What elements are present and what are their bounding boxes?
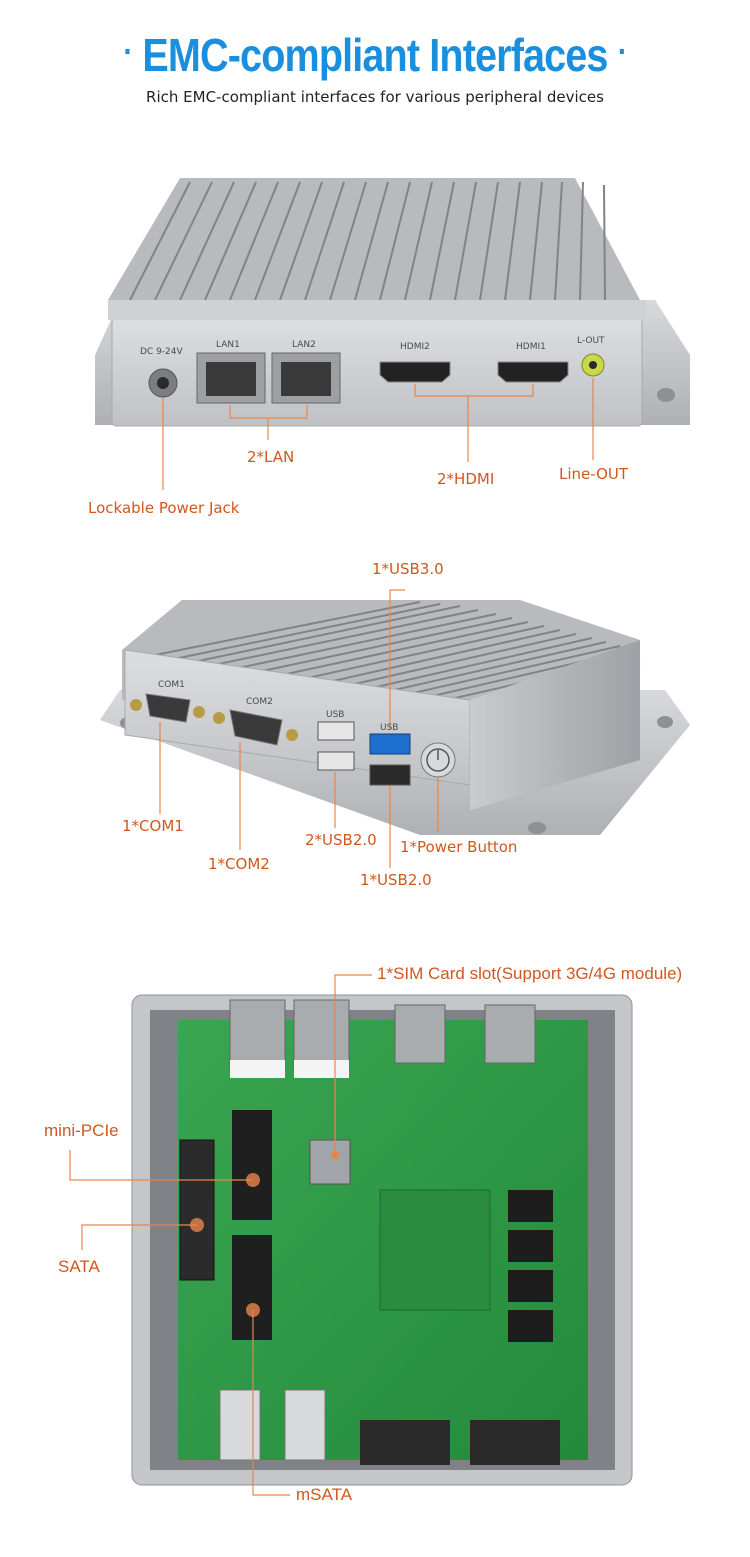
front-callout-lines [162, 378, 594, 490]
com2-port [213, 709, 298, 746]
usb-label-a: USB [326, 710, 345, 720]
callout-line-out: Line-OUT [559, 465, 629, 483]
sata-connector [179, 1139, 215, 1281]
msata-slot [232, 1235, 272, 1340]
heatsink-top [108, 178, 640, 300]
callout-usb2-pair: 2*USB2.0 [305, 831, 377, 849]
hdmi2-port [379, 361, 451, 383]
com1-label: COM1 [158, 680, 185, 690]
callout-com1: 1*COM1 [122, 817, 184, 835]
title-dot-right: · [617, 33, 628, 71]
mount-hole-right [657, 388, 675, 402]
callout-sata: SATA [58, 1257, 100, 1276]
callout-power-button: 1*Power Button [400, 838, 518, 856]
sim-slot [309, 1139, 351, 1185]
side-panel [470, 640, 640, 810]
usb2-port-bottom [317, 751, 355, 771]
usb3-port [369, 733, 411, 755]
rear-callout-lines [159, 589, 439, 868]
callout-usb3: 1*USB3.0 [372, 560, 444, 578]
com2-label: COM2 [246, 697, 273, 707]
lan2-label: LAN2 [292, 340, 316, 350]
title-dot-left: · [123, 33, 133, 71]
usb2-port-top [317, 721, 355, 741]
callout-com2: 1*COM2 [208, 855, 270, 873]
callout-usb2-single: 1*USB2.0 [360, 871, 432, 889]
com1-port [130, 693, 205, 723]
mini-pcie-slot [232, 1110, 272, 1220]
hdmi1-label: HDMI1 [516, 342, 546, 352]
heatsink-fins [129, 181, 606, 301]
hdmi1-port [497, 361, 569, 383]
usb-label-b: USB [380, 723, 399, 733]
board-callout-lines [69, 974, 372, 1496]
callout-mini-pcie: mini-PCIe [44, 1121, 119, 1140]
dc-label: DC 9-24V [140, 347, 183, 357]
callout-msata: mSATA [296, 1485, 353, 1504]
rear-device [100, 589, 690, 868]
lan1-label: LAN1 [216, 340, 240, 350]
callout-power-jack: Lockable Power Jack [88, 499, 240, 517]
lout-label: L-OUT [577, 336, 605, 346]
callout-sim-slot: 1*SIM Card slot(Support 3G/4G module) [377, 964, 683, 983]
usb2-port-single [369, 764, 411, 786]
page-subtitle: Rich EMC-compliant interfaces for variou… [146, 88, 604, 106]
callout-2-lan: 2*LAN [247, 448, 295, 466]
page-title: · EMC-compliant Interfaces · [53, 28, 698, 82]
front-device [95, 178, 690, 490]
callout-2-hdmi: 2*HDMI [437, 470, 495, 488]
board-device [69, 974, 633, 1496]
hdmi2-label: HDMI2 [400, 342, 430, 352]
title-text: EMC-compliant Interfaces [142, 29, 608, 81]
